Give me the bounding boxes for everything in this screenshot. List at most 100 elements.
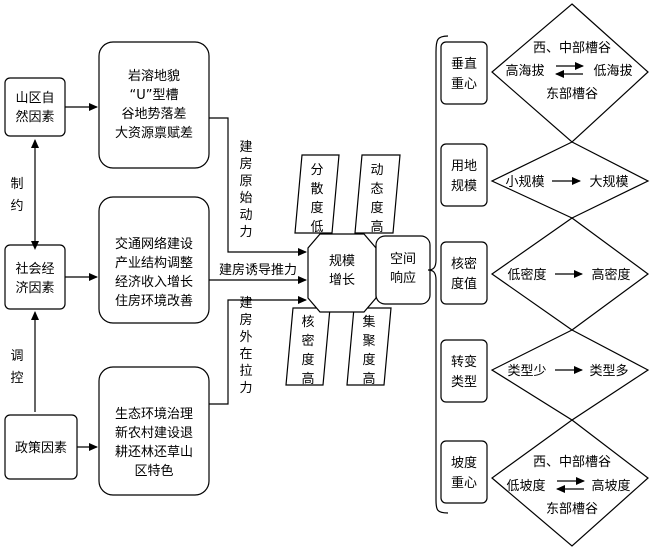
- svg-text:东部槽谷: 东部槽谷: [546, 87, 598, 102]
- svg-text:低坡度: 低坡度: [506, 478, 545, 494]
- social-detail-box: 交通网络建设 产业结构调整 经济收入增长 住房环境改善: [98, 196, 210, 324]
- svg-text:西、中部槽谷: 西、中部槽谷: [533, 41, 611, 56]
- svg-text:坡度: 坡度: [451, 455, 477, 471]
- svg-text:重心: 重心: [451, 76, 477, 92]
- svg-text:垂直: 垂直: [451, 57, 477, 72]
- svg-text:高: 高: [301, 371, 314, 387]
- svg-text:东部槽谷: 东部槽谷: [546, 502, 598, 517]
- induced-force-label: 建房诱导推力: [219, 262, 297, 278]
- social-factor-box: 社会经 济因素: [4, 244, 66, 310]
- svg-text:类型少: 类型少: [507, 364, 546, 379]
- svg-text:低: 低: [310, 220, 323, 235]
- social-factor-line-1: 社会经: [15, 261, 54, 277]
- social-detail-line-1: 交通网络建设: [115, 236, 193, 252]
- svg-text:高坡度: 高坡度: [591, 478, 630, 494]
- svg-text:度: 度: [370, 200, 383, 216]
- response-label-box-2: 用地 规模: [440, 143, 488, 207]
- response-line-1: 空间: [390, 252, 416, 267]
- mountain-detail-line-4: 大资源禀赋差: [115, 125, 193, 141]
- high-core-density-box: 核 密 度 高: [285, 307, 331, 387]
- original-force-arrow: [209, 117, 307, 256]
- response-label-box-1: 垂直 重心: [440, 41, 488, 105]
- svg-text:转变: 转变: [451, 354, 477, 370]
- svg-text:低海拔: 低海拔: [593, 64, 632, 79]
- svg-text:密: 密: [301, 333, 314, 349]
- social-detail-line-4: 住房环境改善: [115, 293, 193, 309]
- mountain-detail-line-3: 谷地势落差: [121, 106, 186, 122]
- regulate-label-2: 控: [10, 371, 23, 386]
- growth-line-2: 增长: [329, 273, 355, 288]
- restrict-label-1: 制: [10, 177, 23, 192]
- spatial-response-box: 空间 响应: [375, 235, 431, 305]
- svg-text:原: 原: [239, 174, 252, 189]
- svg-text:用地: 用地: [451, 159, 477, 174]
- social-detail-line-3: 经济收入增长: [115, 275, 193, 290]
- svg-text:度: 度: [301, 352, 314, 368]
- svg-text:高海拔: 高海拔: [505, 63, 544, 79]
- response-label-box-5: 坡度 重心: [440, 440, 488, 504]
- response-label-box-3: 核密 度值: [440, 241, 488, 305]
- svg-text:聚: 聚: [362, 334, 375, 349]
- svg-text:力: 力: [239, 225, 252, 240]
- svg-text:态: 态: [370, 182, 383, 197]
- mountain-detail-line-2: “U”型槽: [130, 88, 179, 103]
- svg-text:规模: 规模: [451, 179, 477, 194]
- mountain-detail-box: 岩溶地貌 “U”型槽 谷地势落差 大资源禀赋差: [98, 41, 210, 169]
- policy-detail-line-2: 新农村建设退: [115, 425, 193, 441]
- diamond-core-density: 低密度 高密度: [490, 217, 650, 331]
- svg-text:核: 核: [301, 315, 314, 330]
- svg-text:度值: 度值: [451, 276, 477, 292]
- svg-text:度: 度: [362, 352, 375, 368]
- social-detail-line-2: 产业结构调整: [115, 256, 193, 271]
- svg-text:拉: 拉: [239, 364, 252, 379]
- diamond-land-scale: 小规模 大规模: [490, 141, 650, 219]
- social-factor-line-2: 济因素: [15, 281, 54, 296]
- external-force-arrow: [209, 296, 307, 405]
- diamond-vertical-center: 西、中部槽谷 高海拔 低海拔 东部槽谷: [491, 3, 649, 143]
- mountain-detail-line-1: 岩溶地貌: [128, 69, 180, 84]
- restrict-label-2: 约: [10, 199, 23, 214]
- response-brace: [427, 35, 449, 514]
- high-dynamic-box: 动 态 度 高: [354, 154, 401, 235]
- svg-text:建: 建: [239, 140, 252, 155]
- low-dispersion-box: 分 散 度 低: [294, 154, 340, 235]
- svg-text:度: 度: [310, 200, 323, 216]
- diamond-slope-center: 西、中部槽谷 低坡度 高坡度 东部槽谷: [491, 419, 649, 547]
- original-force-label: 建 房 原 始 动 力: [239, 140, 252, 240]
- svg-text:房: 房: [239, 156, 252, 172]
- svg-text:核密: 核密: [451, 256, 477, 272]
- svg-text:分: 分: [310, 163, 323, 178]
- svg-text:在: 在: [239, 347, 252, 362]
- svg-text:大规模: 大规模: [589, 175, 628, 190]
- svg-text:建: 建: [239, 296, 252, 311]
- svg-text:重心: 重心: [451, 475, 477, 491]
- policy-factor-label: 政策因素: [15, 440, 67, 456]
- svg-text:外: 外: [239, 330, 252, 345]
- svg-text:集: 集: [362, 314, 375, 330]
- svg-text:始: 始: [239, 191, 252, 206]
- policy-detail-line-1: 生态环境治理: [115, 407, 193, 422]
- svg-text:房: 房: [239, 312, 252, 328]
- policy-factor-box: 政策因素: [4, 414, 78, 480]
- svg-text:力: 力: [239, 381, 252, 396]
- svg-text:类型: 类型: [451, 375, 477, 390]
- svg-text:类型多: 类型多: [589, 363, 628, 379]
- svg-text:高: 高: [362, 371, 375, 387]
- svg-text:低密度: 低密度: [507, 267, 546, 283]
- diamond-transform-type: 类型少 类型多: [490, 329, 650, 421]
- mountain-factor-box: 山区自 然因素: [4, 77, 66, 137]
- response-label-box-4: 转变 类型: [440, 339, 488, 403]
- svg-text:动: 动: [370, 163, 383, 178]
- policy-detail-line-3: 耕还林还草山: [115, 444, 193, 460]
- growth-octagon: 规模 增长: [307, 233, 377, 313]
- response-line-2: 响应: [390, 270, 416, 286]
- svg-text:动: 动: [239, 208, 252, 223]
- growth-line-1: 规模: [329, 254, 355, 269]
- svg-text:高: 高: [370, 219, 383, 235]
- policy-detail-line-4: 区特色: [134, 463, 173, 479]
- svg-text:西、中部槽谷: 西、中部槽谷: [533, 455, 611, 470]
- regulate-label-1: 调: [10, 349, 23, 364]
- mountain-factor-line-1: 山区自: [15, 91, 54, 106]
- svg-text:散: 散: [310, 182, 323, 197]
